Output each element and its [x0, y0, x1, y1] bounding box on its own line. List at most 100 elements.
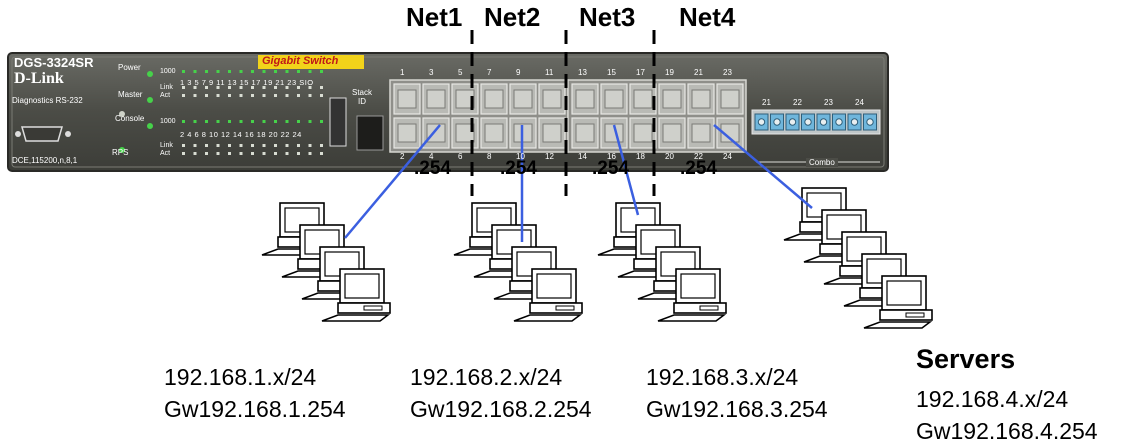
- led-port-numbers-bottom: 2 4 6 8 10 12 14 16 18 20 22 24: [180, 130, 302, 139]
- port-led: [274, 94, 277, 97]
- port-led: [308, 120, 312, 123]
- port-led: [320, 120, 323, 123]
- port-led: [239, 70, 243, 73]
- port-number-bottom: 24: [723, 152, 732, 161]
- port-led: [274, 144, 277, 147]
- port-led: [216, 152, 220, 155]
- net2-gateway-suffix: .254: [500, 158, 537, 179]
- combo-port-number: 22: [793, 98, 802, 107]
- net3-label: Net3: [579, 2, 636, 32]
- pc-clusters: [261, 187, 933, 329]
- port-led-grid: [182, 70, 323, 155]
- port-number-bottom: 12: [545, 152, 554, 161]
- computer-icon: [513, 268, 583, 322]
- port-led: [251, 70, 254, 73]
- port-led: [251, 152, 254, 155]
- combo-port-number: 24: [855, 98, 864, 107]
- net1-label: Net1: [406, 2, 463, 32]
- combo-ports: [751, 109, 881, 163]
- net2-subnet: 192.168.2.x/24: [410, 364, 563, 390]
- port-led: [216, 94, 220, 97]
- port-led: [308, 86, 312, 89]
- port-led: [262, 152, 266, 155]
- port-led: [205, 70, 208, 73]
- port-led: [262, 94, 266, 97]
- port-number-top: 11: [545, 68, 554, 77]
- port-led: [262, 144, 266, 147]
- port-led: [285, 120, 289, 123]
- port-number-bottom: 2: [400, 152, 405, 161]
- port-led: [320, 70, 323, 73]
- port-number-top: 9: [516, 68, 521, 77]
- servers-title: Servers: [916, 344, 1016, 374]
- port-led: [182, 144, 185, 147]
- port-number-top: 1: [400, 68, 405, 77]
- net4-label: Net4: [679, 2, 736, 32]
- port-number-top: 7: [487, 68, 492, 77]
- net1-subnet: 192.168.1.x/24: [164, 364, 317, 390]
- led-link-top: Link: [160, 84, 173, 91]
- port-led: [182, 120, 185, 123]
- port-led: [320, 144, 323, 147]
- port-led: [182, 94, 185, 97]
- port-led: [228, 94, 231, 97]
- port-led: [205, 144, 208, 147]
- port-led: [297, 152, 300, 155]
- combo-port-number: 23: [824, 98, 833, 107]
- port-led: [193, 144, 197, 147]
- rps-led-label: RPS: [112, 148, 129, 157]
- net4-gateway: Gw192.168.4.254: [916, 418, 1098, 444]
- port-led: [262, 86, 266, 89]
- port-blocks: [389, 79, 747, 153]
- port-led: [239, 94, 243, 97]
- port-number-top: 19: [665, 68, 674, 77]
- port-led: [239, 144, 243, 147]
- net1-gateway-suffix: .254: [414, 158, 451, 179]
- port-number-top: 3: [429, 68, 434, 77]
- port-led: [297, 94, 300, 97]
- switch-banner: Gigabit Switch: [262, 55, 339, 67]
- computer-icon: [657, 268, 727, 322]
- port-number-top: 21: [694, 68, 703, 77]
- port-led: [251, 144, 254, 147]
- port-number-bottom: 16: [607, 152, 616, 161]
- port-led: [228, 120, 231, 123]
- computer-icon: [321, 268, 391, 322]
- net3-subnet: 192.168.3.x/24: [646, 364, 799, 390]
- port-led: [285, 94, 289, 97]
- port-led: [297, 86, 300, 89]
- port-led: [274, 152, 277, 155]
- switch-model: DGS-3324SR: [14, 55, 94, 70]
- port-number-bottom: 10: [516, 152, 525, 161]
- port-led: [308, 94, 312, 97]
- port-led: [228, 152, 231, 155]
- switch-diag-label: Diagnostics RS-232: [12, 96, 83, 105]
- port-led: [251, 94, 254, 97]
- port-led: [216, 86, 220, 89]
- port-led: [297, 144, 300, 147]
- port-number-bottom: 22: [694, 152, 703, 161]
- port-led: [251, 120, 254, 123]
- net4-gateway-suffix: .254: [680, 158, 717, 179]
- led-speed-top: 1000: [160, 68, 176, 75]
- net1-gateway: Gw192.168.1.254: [164, 396, 346, 422]
- port-led: [320, 94, 323, 97]
- port-number-top: 23: [723, 68, 732, 77]
- port-led: [239, 86, 243, 89]
- port-led: [297, 70, 300, 73]
- port-led: [205, 120, 208, 123]
- led-act-bottom: Act: [160, 150, 171, 157]
- port-led: [320, 86, 323, 89]
- net3-gateway-suffix: .254: [592, 158, 629, 179]
- net2-gateway: Gw192.168.2.254: [410, 396, 592, 422]
- port-number-bottom: 18: [636, 152, 645, 161]
- port-led: [285, 144, 289, 147]
- port-led: [228, 144, 231, 147]
- port-number-top: 15: [607, 68, 616, 77]
- port-led: [205, 86, 208, 89]
- port-led: [193, 94, 197, 97]
- port-led: [285, 70, 289, 73]
- port-led: [262, 120, 266, 123]
- net2-label: Net2: [484, 2, 541, 32]
